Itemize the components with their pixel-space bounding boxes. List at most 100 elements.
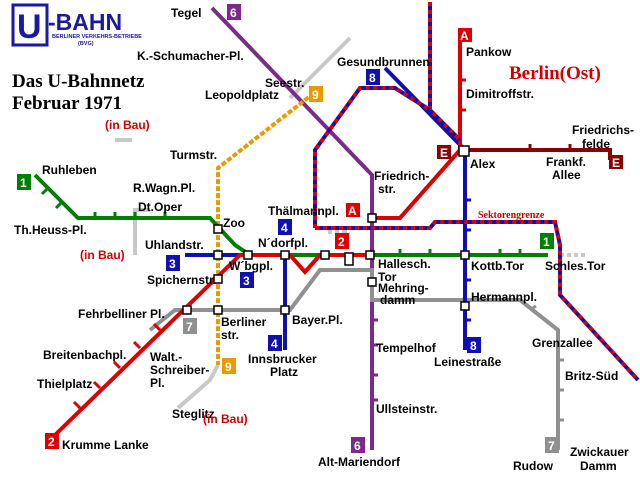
badge-6-south-box (351, 437, 365, 453)
badge-9-north: 9 (309, 86, 323, 102)
ticks-line-a (460, 78, 466, 112)
station-ndorf: N´dorfpl. (258, 236, 308, 250)
ticks-line-8 (465, 198, 471, 322)
badge-7-south-box (545, 437, 559, 453)
interchange-fehrbell (182, 305, 192, 315)
badge-e-west-label: E (440, 146, 448, 160)
badge-2-west-label: 2 (48, 435, 55, 449)
station-friedrichstr-1: Friedrich- (374, 169, 429, 183)
station-rudow: Rudow (513, 459, 554, 473)
station-bayer: Bayer.Pl. (292, 313, 343, 327)
line-9 (216, 91, 316, 365)
badge-2-east: 2 (335, 233, 349, 249)
station-breitenbach: Breitenbachpl. (43, 348, 126, 362)
badge-3-south: 3 (240, 272, 254, 288)
interchange-alex (458, 145, 470, 157)
ticks-line-2 (72, 322, 162, 410)
station-innsbr-1: Innsbrucker (248, 352, 317, 366)
station-innsbr-2: Platz (270, 365, 298, 379)
station-fehrbell: Fehrbelliner Pl. (78, 307, 165, 321)
station-alex: Alex (470, 157, 496, 171)
station-uhland: Uhlandstr. (145, 238, 204, 252)
badge-7-west-label: 7 (186, 320, 193, 334)
logo-frame (11, 3, 49, 47)
badge-6-south: 6 (351, 437, 365, 453)
interchange-wbg (243, 250, 253, 260)
station-zwick-1: Zwickauer (570, 445, 629, 459)
station-mehring-1: Mehring- (378, 281, 429, 295)
badge-4-north: 4 (278, 219, 292, 235)
ticks-line-6 (372, 318, 378, 402)
station-hallesch-2: Tor (378, 270, 397, 284)
ticks-line-e (528, 144, 572, 150)
station-walt-2: Schreiber- (150, 363, 209, 377)
station-wbg: W´bgpl. (229, 259, 273, 273)
in-construction-label-1: (in Bau) (105, 118, 150, 132)
logo-letter: U (17, 8, 42, 46)
badge-4-north-label: 4 (281, 221, 288, 235)
badge-a-south-label: A (348, 204, 357, 218)
station-ks: K.-Schumacher-Pl. (137, 49, 244, 63)
station-gesundbrunnen: Gesundbrunnen (337, 55, 430, 69)
badge-3-west-label: 3 (169, 257, 176, 271)
sector-border-south-b (315, 220, 640, 382)
badge-e-east: E (609, 155, 623, 170)
badge-9-south-box (222, 358, 236, 374)
station-thielplatz: Thielplatz (37, 377, 92, 391)
map-date: Februar 1971 (12, 93, 122, 114)
badge-1-west: 1 (17, 174, 31, 190)
sector-border (313, 2, 640, 382)
station-seestr: Seestr. (265, 76, 304, 90)
badge-8-north-box (366, 69, 380, 85)
station-friedrichsfelde-2: felde (582, 137, 610, 151)
station-leopoldplatz: Leopoldplatz (205, 88, 279, 102)
badge-9-north-box (309, 86, 323, 102)
station-berliner-1: Berliner (221, 315, 267, 329)
bvg-logo: U -BAHN BERLINER VERKEHRS-BETRIEBE (BVG) (11, 3, 142, 47)
station-frankf-1: Frankf. (546, 155, 586, 169)
station-walt-1: Walt.- (150, 350, 182, 364)
sector-border-west-b (313, 86, 432, 228)
badge-a-south: A (346, 203, 360, 218)
station-labels: Tegel K.-Schumacher-Pl. Seestr. Leopoldp… (14, 6, 634, 473)
station-steglitz: Steglitz (172, 407, 215, 421)
east-berlin-label: Berlin(Ost) (509, 63, 601, 84)
interchange-spichern (213, 274, 223, 284)
station-spichern: Spichernstr. (147, 273, 216, 287)
badge-a-north: A (458, 28, 472, 43)
station-tegel: Tegel (171, 6, 201, 20)
interchange-moeckern (344, 252, 354, 266)
ticks-line-7 (529, 304, 564, 422)
badge-1-east-box (540, 233, 554, 249)
badge-a-north-box (458, 28, 472, 42)
badge-e-east-label: E (612, 156, 620, 170)
construction-lines (115, 36, 588, 410)
station-altmar: Alt-Mariendorf (318, 455, 401, 469)
station-turmstr: Turmstr. (170, 148, 217, 162)
map-title: Das U-Bahnnetz (12, 71, 145, 92)
station-hallesch-1: Hallesch. (378, 257, 431, 271)
badge-4-south-box (268, 335, 282, 351)
badge-2-east-box (335, 233, 349, 249)
interchange-zoo (213, 224, 223, 234)
interchange-ndorf (280, 250, 290, 260)
badge-7-south: 7 (545, 437, 559, 453)
badge-e-east-box (609, 155, 623, 169)
construction-line-9-north (288, 36, 352, 100)
station-zoo: Zoo (223, 216, 245, 230)
badge-1-east-label: 1 (543, 235, 550, 249)
station-thaelmann: Thälmannpl. (268, 204, 339, 218)
badge-8-north-label: 8 (369, 71, 376, 85)
station-mehring-2: damm (380, 293, 415, 307)
line-a (372, 42, 462, 220)
interchange-berliner (213, 305, 223, 315)
badge-a-north-label: A (460, 29, 469, 43)
badge-2-west-box (45, 433, 59, 449)
badge-2-west: 2 (45, 433, 59, 449)
badge-7-west-box (183, 318, 197, 334)
badge-8-south-box (467, 337, 481, 353)
badge-3-south-box (240, 272, 254, 288)
badge-9-south-label: 9 (225, 360, 232, 374)
station-pankow: Pankow (466, 45, 512, 59)
